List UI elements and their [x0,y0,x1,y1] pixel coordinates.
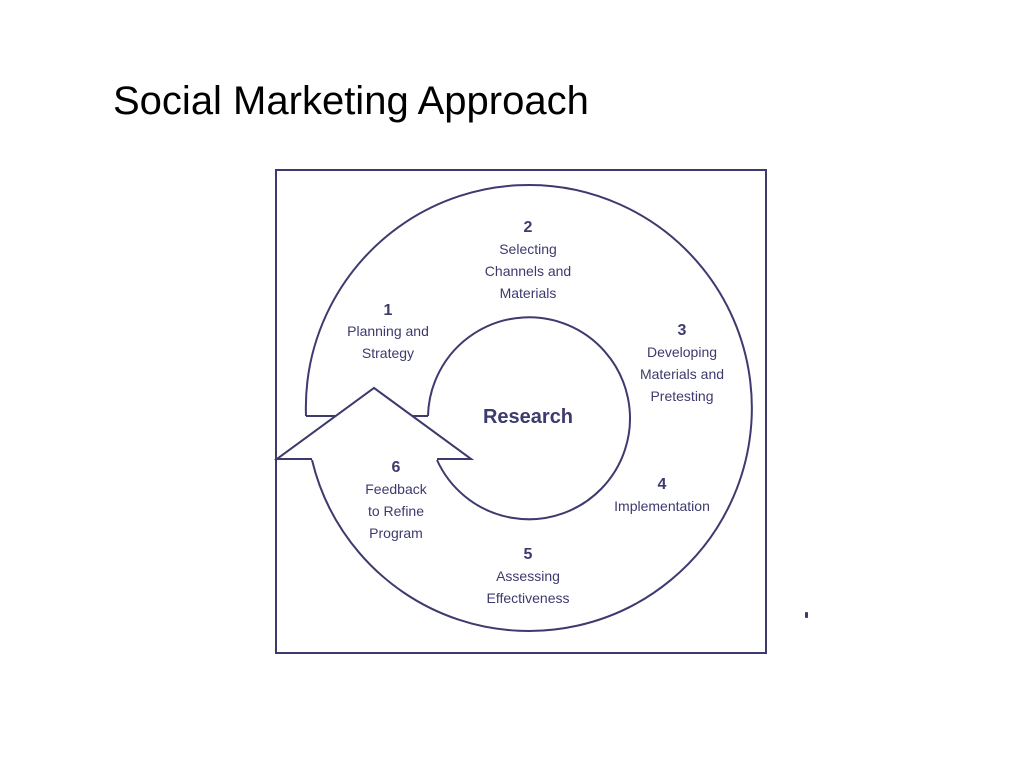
step-3: 3 Developing Materials and Pretesting [640,322,724,404]
center-label-research: Research [483,406,573,428]
step-4: 4 Implementation [614,476,710,514]
step-5: 5 Assessing Effectiveness [486,546,569,606]
step-1: 1 Planning and Strategy [347,302,429,361]
step-2: 2 Selecting Channels and Materials [485,219,571,301]
step-label-line: Materials and [640,366,724,382]
step-label-line: Strategy [362,345,414,361]
step-number: 4 [658,476,667,493]
feedback-arrow-head [277,388,471,459]
step-label-line: Effectiveness [486,590,569,606]
step-number: 1 [384,302,393,319]
slide-title: Social Marketing Approach [113,79,589,123]
step-label-line: to Refine [368,503,424,519]
diagram-frame [275,169,767,654]
step-label-line: Feedback [365,481,427,497]
step-number: 2 [524,219,533,236]
step-label-line: Program [369,525,423,541]
step-label-line: Assessing [496,568,560,584]
step-label-line: Planning and [347,323,429,339]
outer-ring-arc [304,184,753,633]
step-label-line: Channels and [485,263,571,279]
step-label-line: Pretesting [650,388,713,404]
step-number: 5 [524,546,533,563]
step-label-line: Selecting [499,241,557,257]
inner-ring-arc [427,316,631,521]
step-number: 6 [392,459,401,476]
step-label-line: Developing [647,344,717,360]
step-label-line: Implementation [614,498,710,514]
feedback-arrow-outline [273,386,475,460]
step-6: 6 Feedback to Refine Program [365,459,427,541]
stray-mark [805,612,808,618]
step-number: 3 [678,322,687,339]
step-label-line: Materials [500,285,557,301]
